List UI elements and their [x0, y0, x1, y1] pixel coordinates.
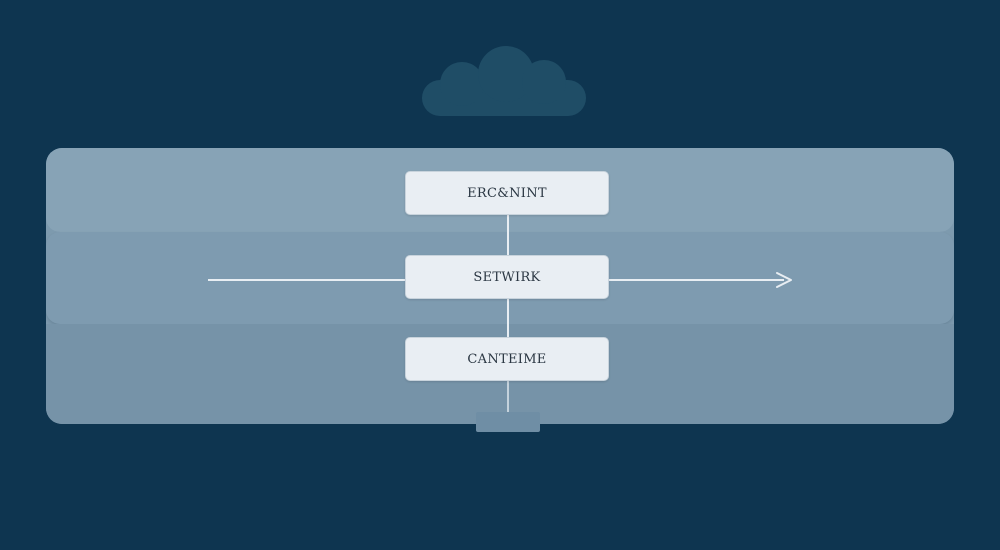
node-middle-label: SETWIRK: [473, 269, 541, 285]
panel-base-connector: [476, 412, 540, 432]
node-bottom-label: CANTEIME: [467, 351, 547, 367]
node-top: ERC&NINT: [405, 171, 609, 215]
node-top-label: ERC&NINT: [467, 185, 547, 201]
node-bottom: CANTEIME: [405, 337, 609, 381]
arrow-right-icon: [776, 272, 792, 288]
cloud-icon: [422, 46, 586, 116]
node-middle: SETWIRK: [405, 255, 609, 299]
